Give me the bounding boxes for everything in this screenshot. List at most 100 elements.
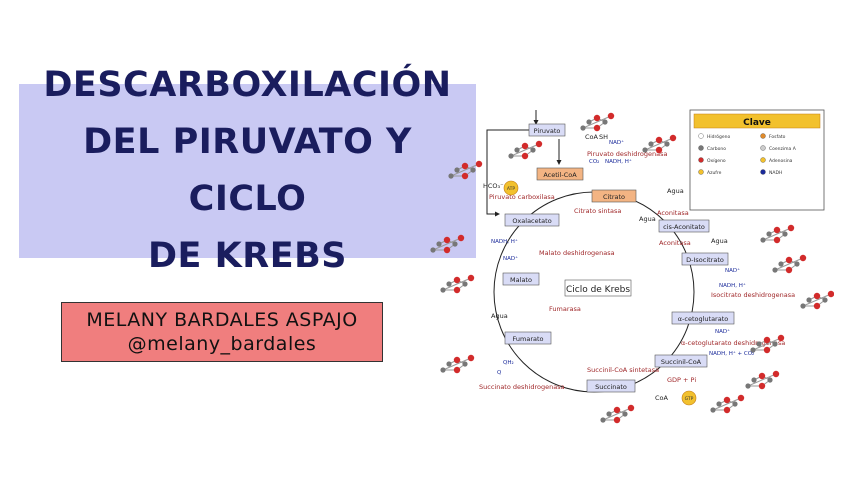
molecule-cluster [760, 224, 795, 244]
molecule-bond [510, 143, 540, 157]
molecule-atom [777, 334, 785, 342]
cofactor-nadh-1: NADH, H⁺ [605, 158, 632, 165]
molecule-atom [475, 160, 483, 168]
molecule-atom [453, 276, 461, 284]
molecule-cluster [600, 404, 635, 424]
molecule-atom [461, 162, 469, 170]
legend-swatch [760, 169, 766, 175]
cofactor-co2-1: CO₂ [589, 159, 599, 165]
cofactor-nad-1: NAD⁺ [609, 139, 624, 146]
cofactor-agua-3: Agua [711, 237, 728, 245]
molecule-atom [467, 274, 475, 282]
molecule-atom [760, 237, 766, 243]
atp-badge-1: ATP [503, 180, 519, 196]
molecule-atom [600, 417, 606, 423]
molecule-bond [602, 407, 632, 421]
molecule-atom [613, 406, 621, 414]
node-piruvato: Piruvato [528, 123, 566, 137]
legend-swatch [698, 145, 704, 151]
molecule-atom [430, 247, 436, 253]
molecule-atom [462, 361, 468, 367]
legend-swatch [760, 157, 766, 163]
pyruvate-carboxylase-path [486, 129, 535, 217]
molecule-cluster [580, 112, 615, 132]
enzyme-malato-deshidrogenasa: Malato deshidrogenasa [539, 249, 615, 257]
legend-item: Adenosina [769, 158, 793, 164]
svg-text:Ciclo de Krebs: Ciclo de Krebs [566, 285, 630, 295]
molecule-atom [453, 356, 461, 364]
molecule-bond [432, 237, 462, 251]
svg-text:Succinil-CoA: Succinil-CoA [661, 358, 702, 366]
molecule-atom [622, 411, 628, 417]
molecule-atom [452, 241, 458, 247]
cofactor-nad-4: NAD⁺ [503, 255, 518, 262]
molecule-atom [586, 119, 592, 125]
svg-text:D-Isocitrato: D-Isocitrato [686, 256, 724, 264]
legend-box: Clave HidrógenoCarbonoOxígenoAzufreFosfa… [689, 109, 825, 211]
molecule-atom [766, 231, 772, 237]
molecule-atom [602, 119, 608, 125]
molecule-atom [655, 136, 663, 144]
node-malato: Malato [502, 272, 540, 286]
molecule-cluster [508, 140, 543, 160]
molecule-atom [521, 142, 529, 150]
enzyme-succinil-coa-sintetasa: Succinil-CoA sintetasa [587, 366, 659, 374]
molecule-bond [802, 293, 832, 307]
molecule-atom [778, 261, 784, 267]
molecule-atom [772, 341, 778, 347]
node-cetoglutarato: α-cetoglutarato [671, 311, 735, 325]
legend-item: Fosfato [769, 134, 786, 140]
molecule-cluster [642, 134, 677, 154]
cofactor-sh-1: SH [599, 133, 608, 141]
molecule-atom [440, 367, 446, 373]
molecule-atom [758, 372, 766, 380]
legend-title: Clave [743, 118, 771, 128]
molecule-cluster [710, 394, 745, 414]
molecule-atom [443, 246, 451, 254]
molecule-cluster [772, 254, 807, 274]
node-oxalacetato: Oxalacetato [504, 213, 560, 227]
page-title: DESCARBOXILACIÓN DEL PIRUVATO Y CICLO DE… [43, 65, 452, 276]
author-name: MELANY BARDALES ASPAJO [86, 309, 358, 331]
molecule-atom [710, 407, 716, 413]
molecule-atom [454, 167, 460, 173]
legend-item: Azufre [707, 170, 722, 176]
legend-item: Oxígeno [707, 157, 726, 164]
cofactor-agua-4: Agua [491, 312, 508, 320]
molecule-atom [745, 383, 751, 389]
svg-text:Malato: Malato [510, 276, 532, 284]
molecule-atom [756, 341, 762, 347]
gtp-badge: GTP [681, 390, 697, 406]
author-handle: @melany_bardales [127, 333, 317, 355]
cofactor-agua-1: Agua [667, 187, 684, 195]
enzyme-piruvato-carboxilasa: Piruvato carboxilasa [489, 193, 555, 201]
node-succinato: Succinato [586, 379, 636, 393]
molecule-atom [627, 404, 635, 412]
molecule-atom [535, 140, 543, 148]
molecule-atom [446, 361, 452, 367]
cofactor-nad-2: NAD⁺ [725, 267, 740, 274]
enzyme-piruvato-deshidrogenasa: Piruvato deshidrogenasa [587, 150, 667, 158]
svg-text:Citrato: Citrato [603, 193, 625, 201]
molecule-atom [462, 281, 468, 287]
cofactor-qh2: QH₂ [503, 360, 514, 366]
molecule-bond [442, 277, 472, 291]
molecule-atom [767, 377, 773, 383]
molecule-bond [442, 357, 472, 371]
legend-item: Hidrógeno [707, 133, 730, 140]
molecule-atom [514, 147, 520, 153]
molecule-bond [747, 373, 777, 387]
molecule-atom [773, 226, 781, 234]
node-citrato: Citrato [591, 189, 637, 203]
molecule-atom [799, 254, 807, 262]
molecule-atom [440, 287, 446, 293]
molecule-atom [467, 354, 475, 362]
legend-swatch [698, 133, 704, 139]
cofactor-agua-2: Agua [639, 215, 656, 223]
molecule-atom [750, 347, 756, 353]
molecule-atom [763, 346, 771, 354]
svg-text:ATP: ATP [507, 186, 515, 192]
molecule-cluster [430, 234, 465, 254]
enzyme-isocitrato-deshidrogenasa: Isocitrato deshidrogenasa [711, 291, 795, 299]
molecule-atom [457, 234, 465, 242]
